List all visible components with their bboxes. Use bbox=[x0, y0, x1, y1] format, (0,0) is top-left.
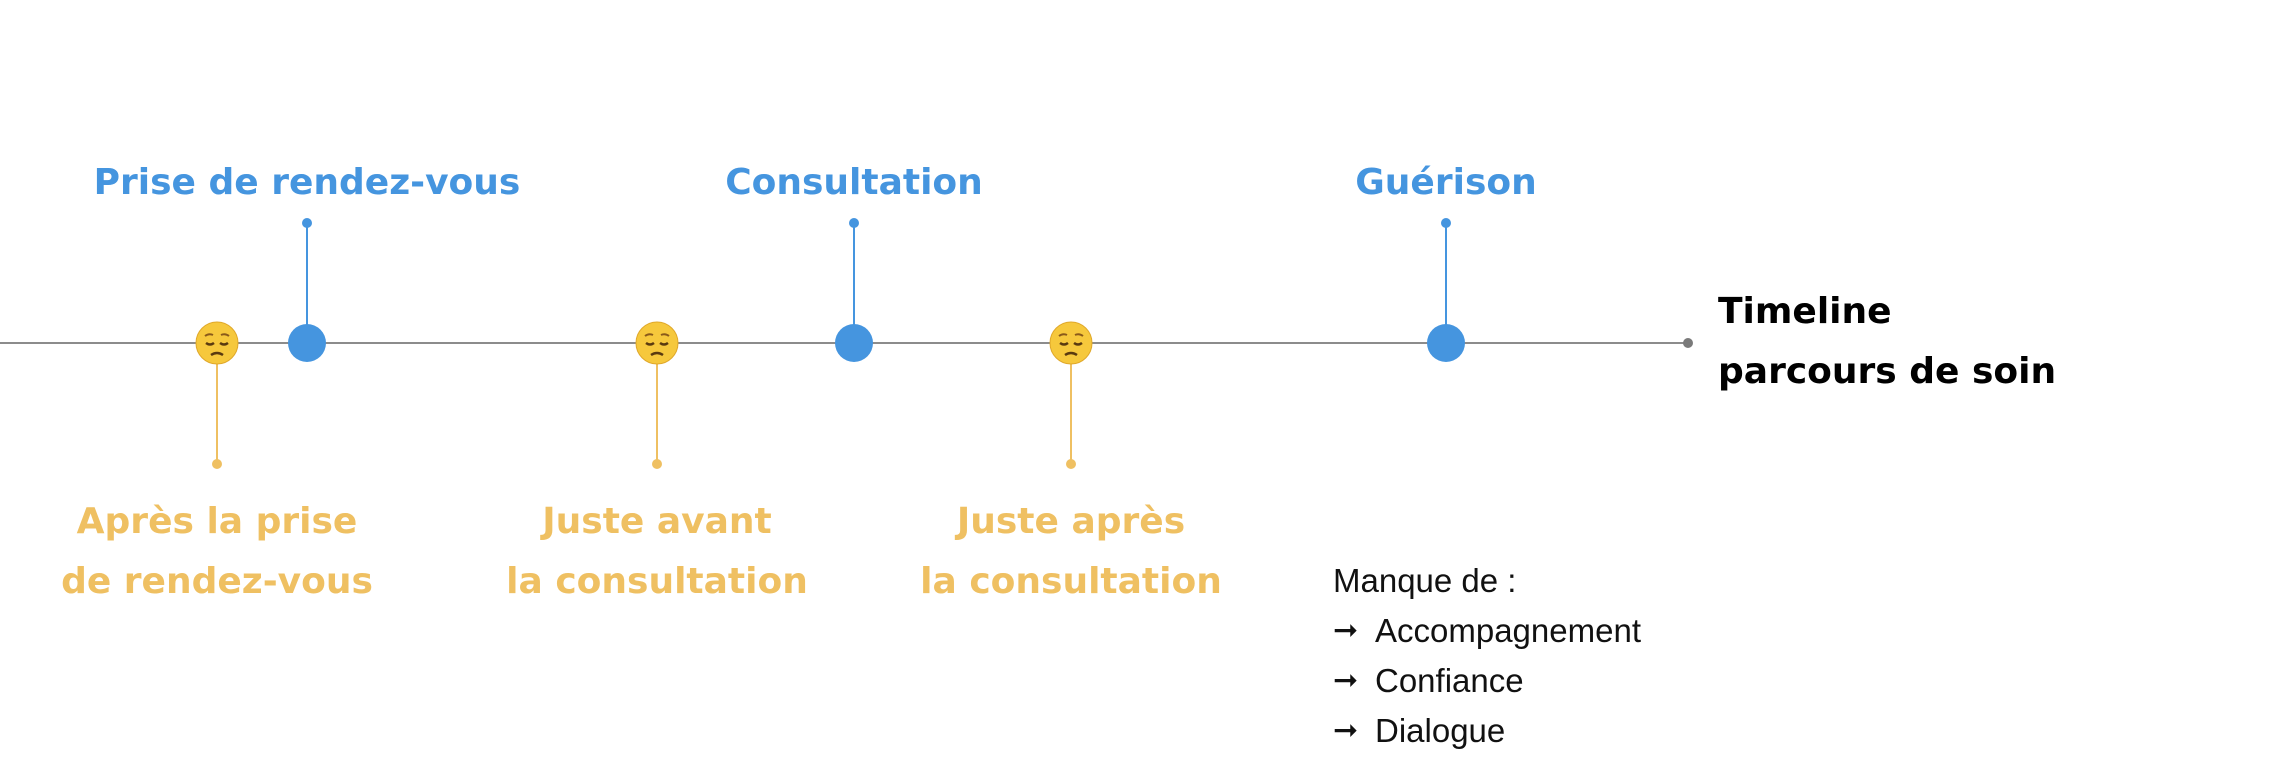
sad-face-icon bbox=[195, 321, 239, 365]
lacks-note-heading: Manque de : bbox=[1333, 562, 1517, 599]
right-arrow-icon: ➞ bbox=[1333, 664, 1359, 697]
pain-point-label-3-line2: la consultation bbox=[920, 561, 1222, 602]
pain-point-label-1: Après la prise de rendez-vous bbox=[61, 492, 373, 612]
milestone-marker-consultation bbox=[835, 218, 873, 362]
pain-point-label-2-line2: la consultation bbox=[506, 561, 808, 602]
timeline-axis-end-dot bbox=[1683, 338, 1693, 348]
milestone-label-prise: Prise de rendez-vous bbox=[93, 162, 521, 203]
pain-point-label-1-line1: Après la prise bbox=[76, 501, 358, 542]
timeline-title-line1: Timeline bbox=[1718, 291, 1892, 332]
lacks-note-item-label: Confiance bbox=[1375, 662, 1524, 699]
milestone-marker-prise bbox=[288, 218, 326, 362]
pain-point-label-1-line2: de rendez-vous bbox=[61, 561, 373, 602]
pain-point-label-3: Juste après la consultation bbox=[920, 492, 1222, 612]
lacks-note-item: ➞ Accompagnement bbox=[1333, 606, 1641, 656]
right-arrow-icon: ➞ bbox=[1333, 714, 1359, 747]
milestone-label-guerison: Guérison bbox=[1355, 162, 1537, 203]
lacks-note-item: ➞ Dialogue bbox=[1333, 706, 1641, 756]
milestone-marker-guerison bbox=[1427, 218, 1465, 362]
sad-face-icon bbox=[635, 321, 679, 365]
lacks-note-item-label: Accompagnement bbox=[1375, 612, 1641, 649]
pain-point-label-2-line1: Juste avant bbox=[542, 501, 772, 542]
lacks-note-item-label: Dialogue bbox=[1375, 712, 1506, 749]
sad-face-icon bbox=[1049, 321, 1093, 365]
pain-point-label-2: Juste avant la consultation bbox=[506, 492, 808, 612]
lacks-note: Manque de : ➞ Accompagnement ➞ Confiance… bbox=[1333, 556, 1641, 756]
pain-point-label-3-line1: Juste après bbox=[956, 501, 1186, 542]
right-arrow-icon: ➞ bbox=[1333, 614, 1359, 647]
timeline-title: Timeline parcours de soin bbox=[1718, 282, 2056, 402]
milestone-label-consultation: Consultation bbox=[725, 162, 983, 203]
lacks-note-item: ➞ Confiance bbox=[1333, 656, 1641, 706]
timeline-title-line2: parcours de soin bbox=[1718, 351, 2057, 392]
